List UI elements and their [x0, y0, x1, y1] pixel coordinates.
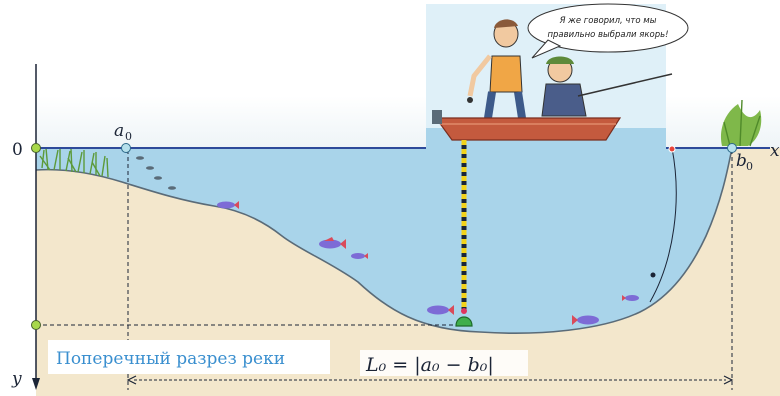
y-axis-arrow [32, 378, 40, 390]
a0-label-main: a [114, 121, 124, 141]
river-water [36, 148, 732, 334]
a0-label-sub: 0 [125, 130, 132, 143]
boat-motor [432, 110, 442, 124]
fish [168, 186, 176, 190]
fish [572, 315, 599, 325]
fish [319, 237, 346, 249]
a0-label: a 0 [114, 121, 132, 143]
background-band [36, 96, 780, 148]
b0-point [727, 143, 737, 153]
b0-label-sub: 0 [746, 160, 753, 173]
speech-text-line2: правильно выбрали якорь! [547, 30, 668, 40]
fish [154, 176, 162, 180]
a0-point [121, 143, 131, 153]
caption-box [48, 340, 330, 374]
anchor-knot [461, 308, 467, 314]
speech-bubble [527, 3, 689, 53]
standing-fisherman [467, 19, 526, 119]
depth-point [31, 320, 41, 330]
fishing-line [649, 147, 677, 303]
x-axis-label: x [770, 141, 780, 161]
fish [136, 156, 144, 160]
reeds-left [39, 147, 109, 178]
fish-group [136, 156, 639, 325]
fishing-float [668, 145, 676, 153]
fish [217, 201, 239, 209]
length-formula: L₀ = |a₀ − b₀| [365, 354, 494, 376]
b0-label-main: b [736, 151, 747, 171]
y-axis-label: y [11, 369, 22, 389]
fish [427, 305, 454, 315]
river-bed-outline [35, 147, 733, 334]
boat [434, 117, 622, 141]
formula-box [360, 350, 528, 376]
origin-point [31, 143, 41, 153]
length-arrow-left [126, 375, 137, 385]
length-arrow-right [723, 375, 734, 385]
fish [146, 166, 154, 170]
caption-text: Поперечный разрез реки [56, 349, 285, 369]
speech-text-line1: Я же говорил, что мы [559, 16, 657, 26]
cartoon-panel: Я же говорил, что мы правильно выбрали я… [426, 3, 689, 150]
anchor-weight [455, 316, 473, 327]
seated-fisherman [541, 56, 673, 117]
bush-right [720, 99, 762, 147]
fishing-sinker [650, 272, 656, 278]
fish [351, 253, 368, 259]
origin-label: 0 [12, 140, 23, 160]
b0-label: b 0 [736, 151, 753, 173]
fish [622, 295, 639, 301]
